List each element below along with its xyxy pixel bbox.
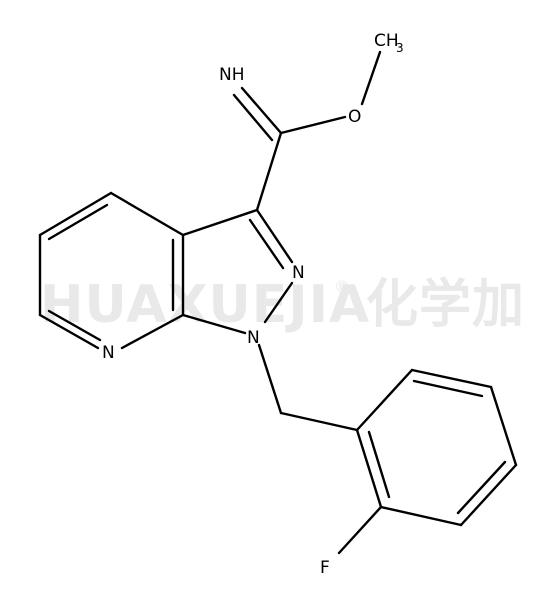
watermark-chinese: 化学加 <box>366 275 525 335</box>
bond-bz-3-4 <box>459 463 518 527</box>
imine-nh-label: NH <box>219 65 245 85</box>
bond-c3-cimid <box>255 131 283 212</box>
bond-pz-c3a-c3 <box>181 208 259 237</box>
bonds <box>38 50 518 555</box>
fluorine-label: F <box>320 558 330 578</box>
bond-pz-n1-c7a <box>181 313 247 335</box>
pyridine-n-label: N <box>102 343 115 363</box>
watermark: HUAXUEJIA ® 化学加 <box>40 275 525 335</box>
pyrazole-n1-label: N <box>247 328 260 348</box>
bond-pyr-c3a-c4-inner <box>47 203 109 241</box>
watermark-registered: ® <box>334 277 350 296</box>
bond-pz-n2-n1 <box>263 281 294 324</box>
bond-pyr-n7-c7a <box>120 313 185 350</box>
bond-bz-2-f <box>337 505 383 555</box>
bond-pyr-c3a-c4 <box>38 191 113 237</box>
bond-bz-5-6 <box>410 368 493 389</box>
bond-bz-5-6-inner <box>412 379 484 398</box>
bond-bz-1-2-inner <box>367 430 391 499</box>
pyrazole-n2-label: N <box>292 263 305 283</box>
bond-bz-6-1 <box>355 368 414 432</box>
ester-oxygen-label: O <box>348 107 361 127</box>
bond-ch2-cipso <box>279 411 359 432</box>
bond-bz-2-3 <box>379 505 463 527</box>
watermark-latin: HUAXUEJIA <box>40 275 370 335</box>
methyl-subscript: 3 <box>396 41 404 55</box>
bond-cimid-nh-inner <box>232 93 274 142</box>
bond-pyr-c5-c6-inner <box>47 309 102 342</box>
bond-bz-1-2 <box>355 428 383 509</box>
bond-cimid-o <box>279 115 347 135</box>
atom-labels: NH CH 3 O N N N F <box>102 31 404 578</box>
bond-cimid-nh <box>240 86 283 135</box>
bond-n1-ch2 <box>257 343 283 415</box>
bond-pyr-c7a-c3a <box>109 191 185 237</box>
bond-bz-3-4-inner <box>456 460 507 515</box>
bond-pz-c3-n2-inner <box>248 218 285 270</box>
bond-pz-c3-n2 <box>255 208 294 264</box>
methyl-c-label: CH <box>374 31 399 51</box>
bond-o-ch3 <box>360 50 382 106</box>
bond-bz-4-5 <box>489 385 518 467</box>
bond-pyr-c5-c6 <box>38 313 100 350</box>
